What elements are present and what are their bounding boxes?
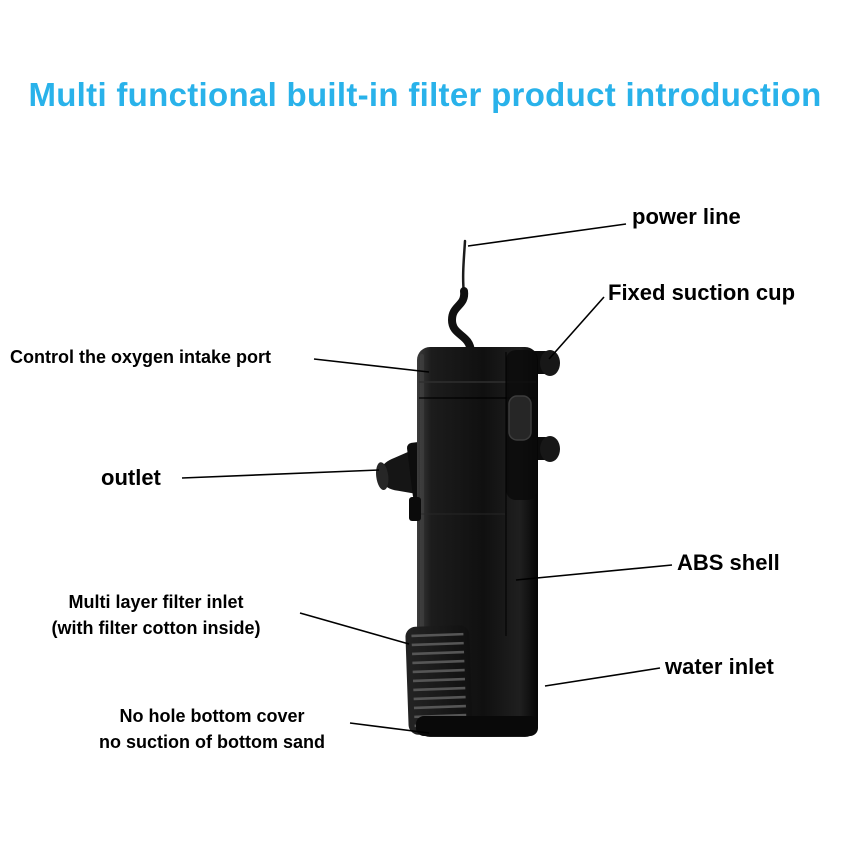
power-cord-graphic [447,239,475,356]
callout-label-filter-inlet-line2: (with filter cotton inside) [51,618,261,638]
callout-label-outlet: outlet [101,465,161,490]
callout-line-fixed-suction-cup [548,296,605,360]
callout-line-abs-shell [515,564,673,581]
callout-label-oxygen-intake: Control the oxygen intake port [10,347,272,367]
callout-label-water-inlet: water inlet [665,654,774,679]
callout-label-bottom-cover-line2: no suction of bottom sand [99,732,325,752]
bottom-cover-graphic [416,716,538,736]
impeller-window-graphic [508,395,532,441]
callout-line-outlet [181,469,380,479]
callout-lines [181,223,673,734]
callout-label-bottom-cover: No hole bottom cover no suction of botto… [62,703,362,755]
callout-line-power-line [467,223,627,247]
callout-label-filter-inlet-line1: Multi layer filter inlet [68,592,244,612]
callout-label-bottom-cover-line1: No hole bottom cover [119,706,305,726]
callout-line-water-inlet [544,667,661,687]
callout-line-bottom-cover [349,722,430,734]
page-title: Multi functional built-in filter product… [28,76,822,113]
callout-label-abs-shell: ABS shell [677,550,780,575]
callout-line-filter-inlet [299,612,410,645]
callout-label-fixed-suction-cup: Fixed suction cup [608,280,796,305]
callout-label-power-line: power line [632,204,741,229]
callout-line-oxygen-intake [313,358,430,373]
callout-label-filter-inlet: Multi layer filter inlet (with filter co… [10,589,302,641]
